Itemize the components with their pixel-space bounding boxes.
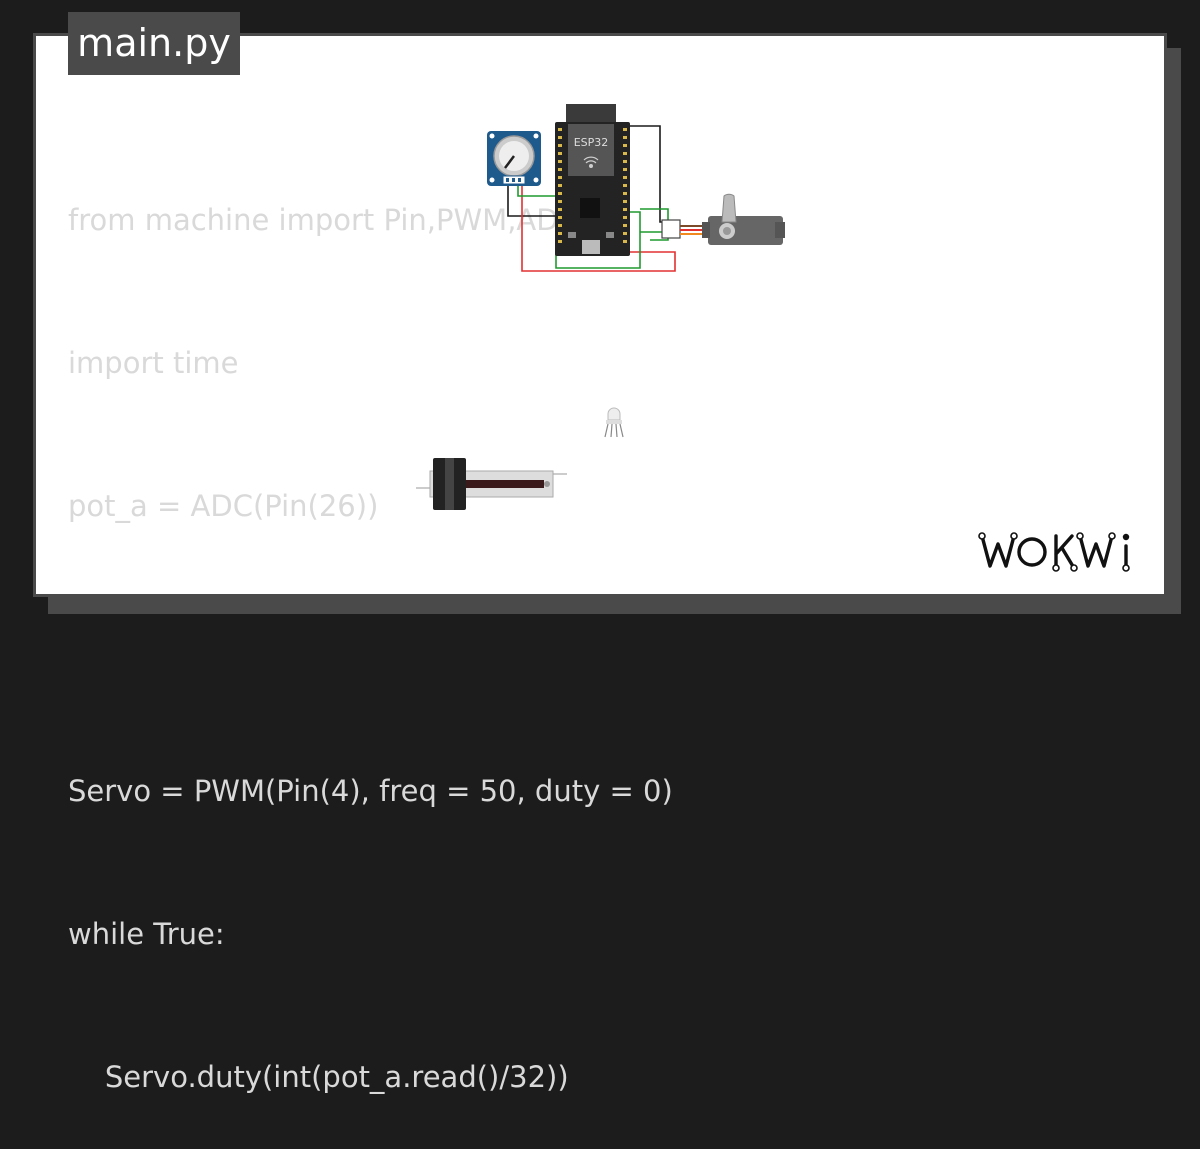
wires: [507, 125, 676, 272]
usb-port: [582, 240, 600, 254]
wifi-icon: [583, 156, 599, 169]
esp32-board[interactable]: ESP32: [555, 104, 630, 256]
servo-horn: [721, 193, 737, 223]
servo-motor[interactable]: [661, 193, 785, 245]
code-line: [68, 626, 673, 674]
esp32-chip: [580, 198, 600, 218]
wire-green: [555, 211, 641, 269]
knob-indicator: [504, 155, 515, 169]
rgb-led[interactable]: [604, 407, 624, 438]
wokwi-logo: [978, 532, 1130, 572]
esp32-pins-left: [558, 128, 562, 243]
code-line: Servo.duty(int(pot_a.read()/32)): [68, 1059, 569, 1094]
esp32-pins-right: [623, 128, 627, 243]
wire-black: [507, 185, 556, 217]
wire-black: [630, 125, 662, 223]
code-line: import time: [68, 345, 239, 380]
circuit-diagram: ESP32: [416, 104, 785, 510]
wire-red: [521, 185, 676, 272]
code-line: pot_a = ADC(Pin(26)): [68, 488, 379, 523]
slide-potentiometer[interactable]: [416, 458, 567, 510]
code-line: while True:: [68, 917, 225, 952]
potentiometer[interactable]: [487, 131, 541, 186]
wire-green: [517, 185, 556, 197]
esp32-label: ESP32: [574, 136, 609, 149]
code-line: from machine import Pin,PWM,ADC: [68, 203, 579, 238]
code-line: Servo = PWM(Pin(4), freq = 50, duty = 0): [68, 774, 673, 809]
file-tab-main-py[interactable]: main.py: [68, 12, 240, 75]
